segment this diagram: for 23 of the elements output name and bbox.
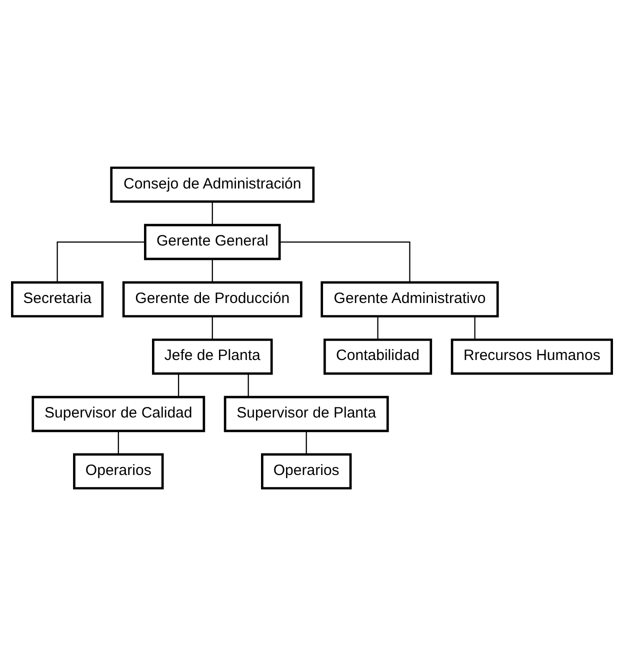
connector (212, 316, 213, 340)
node-box: Rrecursos Humanos (450, 338, 613, 375)
connector (248, 374, 249, 397)
node-box: Secretaria (11, 281, 104, 318)
connector (56, 241, 145, 282)
connector (178, 374, 180, 397)
connector (377, 316, 378, 340)
node-box: Supervisor de Calidad (32, 396, 206, 432)
connector (280, 241, 410, 282)
connector (118, 431, 119, 454)
connector (306, 431, 307, 454)
connector (212, 202, 213, 225)
node-box: Gerente Administrativo (320, 281, 499, 318)
node-box: Contabilidad (324, 338, 432, 375)
node-box: Gerente General (144, 224, 281, 260)
node-box: Supervisor de Planta (224, 396, 389, 432)
node-box: Operarios (261, 453, 352, 490)
connector (212, 259, 213, 282)
node-box: Jefe de Planta (152, 338, 273, 375)
node-box: Consejo de Administración (110, 166, 315, 203)
node-box: Gerente de Producción (122, 281, 302, 318)
connector (474, 316, 476, 340)
node-box: Operarios (73, 453, 164, 490)
